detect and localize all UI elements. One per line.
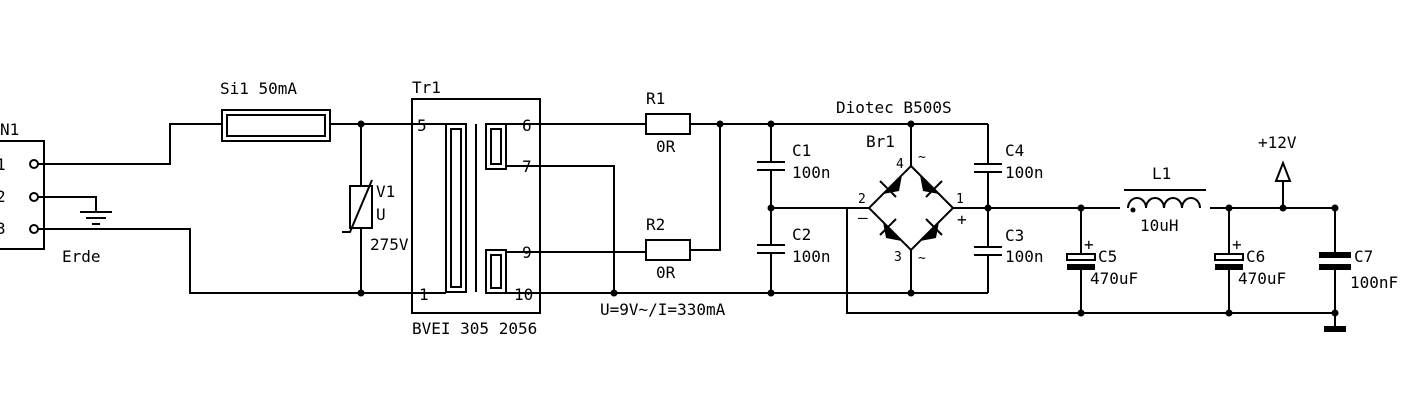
wire-pe — [38, 196, 97, 211]
tr-pin-7: 7 — [522, 157, 532, 176]
transformer-tr1: Tr1 BVEI 305 2056 5 1 6 7 9 10 — [411, 78, 541, 338]
c7-ref: C7 — [1354, 247, 1373, 266]
connector-label: N1 — [0, 120, 19, 139]
junction — [767, 120, 775, 128]
bridge-ref: Br1 — [866, 132, 895, 151]
l1-ref: L1 — [1152, 164, 1171, 183]
r2-value: 0R — [656, 263, 676, 282]
diode-d2 — [920, 175, 943, 198]
diode-d1 — [879, 175, 902, 198]
connector-n1: N1 1 2 3 — [0, 120, 45, 250]
junction — [716, 120, 724, 128]
output-label: +12V — [1258, 133, 1297, 152]
c4-value: 100n — [1005, 163, 1044, 182]
connector-pin-1: 1 — [0, 155, 6, 174]
c3-ref: C3 — [1005, 226, 1024, 245]
tr-pin-6: 6 — [522, 116, 532, 135]
wire-l — [38, 123, 222, 165]
c2-ref: C2 — [792, 225, 811, 244]
bridge-ac-bottom: ~ — [918, 251, 926, 266]
junction — [357, 120, 365, 128]
c1-value: 100n — [792, 163, 831, 182]
diode-d3 — [879, 218, 902, 241]
bridge-title: Diotec B500S — [836, 98, 952, 117]
resistor-r1: R1 0R — [645, 89, 691, 156]
varistor-voltage: 275V — [370, 235, 409, 254]
junction — [984, 204, 992, 212]
bridge-rectifier-br1: Br1 4 ~ 2 – 1 + 3 ~ — [771, 124, 1335, 314]
r1-value: 0R — [656, 137, 676, 156]
inductor-l1: L1 10uH — [1120, 164, 1210, 235]
capacitor-c2: C2 100n — [757, 208, 831, 293]
c6-value: 470uF — [1238, 269, 1286, 288]
capacitor-c7: C7 100nF — [1319, 208, 1398, 332]
fuse-label: Si1 50mA — [220, 79, 297, 98]
c4-ref: C4 — [1005, 141, 1024, 160]
junction — [1077, 204, 1085, 212]
tr-pin-10: 10 — [514, 285, 533, 304]
rating-label: U=9V~/I=330mA — [600, 300, 726, 319]
diode-d4 — [920, 218, 943, 241]
bridge-ac-top: ~ — [918, 150, 926, 165]
c5-value: 470uF — [1090, 269, 1138, 288]
tr-pin-5: 5 — [417, 116, 427, 135]
capacitor-c4: C4 100n — [974, 124, 1044, 208]
junction — [610, 289, 618, 297]
wire-n — [38, 228, 415, 294]
c2-value: 100n — [792, 247, 831, 266]
capacitor-c5: + C5 470uF — [1066, 208, 1138, 313]
l1-value: 10uH — [1140, 216, 1179, 235]
c6-ref: C6 — [1246, 247, 1265, 266]
c7-value: 100nF — [1350, 273, 1398, 292]
c5-ref: C5 — [1098, 247, 1117, 266]
junction — [1225, 204, 1233, 212]
varistor-ref: V1 — [376, 182, 395, 201]
connector-pin-3: 3 — [0, 219, 6, 238]
junction — [1279, 204, 1287, 212]
c5-plus: + — [1084, 235, 1094, 254]
tr-pin-1: 1 — [419, 285, 429, 304]
junction — [1331, 204, 1339, 212]
resistor-r2: R2 0R — [645, 215, 691, 282]
c3-value: 100n — [1005, 247, 1044, 266]
c6-plus: + — [1232, 235, 1242, 254]
pin-2-terminal — [29, 192, 39, 202]
ground-label: Erde — [62, 247, 101, 266]
junction — [907, 120, 915, 128]
capacitor-c3: C3 100n — [974, 208, 1044, 293]
junction — [1331, 309, 1339, 317]
varistor-u: U — [376, 205, 386, 224]
bridge-pin-2: 2 — [858, 192, 866, 207]
bridge-pin-3: 3 — [894, 250, 902, 265]
junction — [1077, 309, 1085, 317]
junction — [907, 289, 915, 297]
junction — [357, 289, 365, 297]
pin-1-terminal — [29, 159, 39, 169]
c1-ref: C1 — [792, 141, 811, 160]
transformer-ref: Tr1 — [412, 78, 441, 97]
wire-minus-rail — [771, 207, 1335, 314]
bridge-plus: + — [957, 210, 967, 229]
fuse-si1: Si1 50mA — [220, 79, 331, 142]
capacitor-c1: C1 100n — [757, 124, 831, 208]
tr-pin-9: 9 — [522, 243, 532, 262]
connector-pin-2: 2 — [0, 187, 6, 206]
varistor-v1: V1 U 275V — [342, 124, 409, 293]
output-terminal: +12V — [1258, 133, 1297, 208]
ground-symbol — [80, 211, 112, 225]
junction — [1225, 309, 1233, 317]
bridge-minus: – — [858, 208, 868, 227]
capacitor-c6: + C6 470uF — [1214, 208, 1286, 313]
wire-r2 — [690, 124, 721, 251]
wire-sec-7 — [540, 165, 615, 293]
r2-ref: R2 — [646, 215, 665, 234]
bridge-pin-4: 4 — [896, 157, 904, 172]
transformer-part: BVEI 305 2056 — [412, 319, 537, 338]
r1-ref: R1 — [646, 89, 665, 108]
pin-3-terminal — [29, 224, 39, 234]
bridge-pin-1: 1 — [956, 192, 964, 207]
